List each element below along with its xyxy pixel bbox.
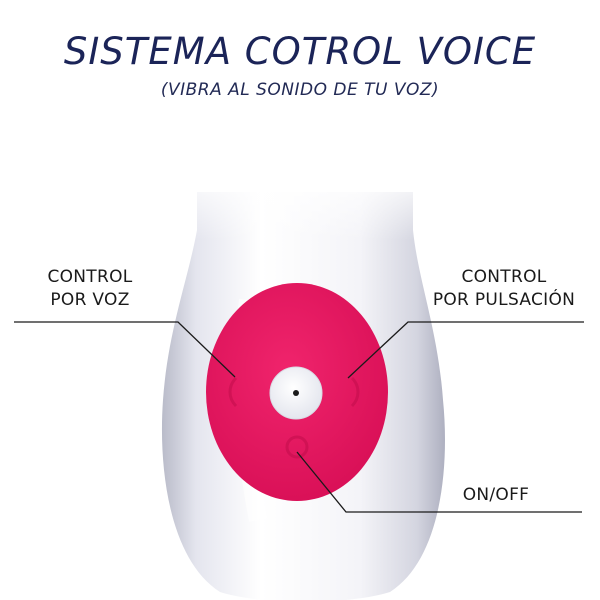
label-voice-control: CONTROL POR VOZ (12, 266, 168, 312)
center-button-dot (293, 390, 299, 396)
callout-line-onoff (296, 451, 582, 513)
body-fade (180, 170, 430, 240)
label-voice-line2: POR VOZ (50, 290, 130, 310)
pulse-symbol-icon (350, 376, 360, 408)
page-subtitle: (VIBRA AL SONIDO DE TU VOZ) (160, 80, 440, 100)
voice-symbol-icon (228, 376, 238, 408)
power-symbol-icon (285, 435, 309, 459)
label-pulse-control: CONTROL POR PULSACIÓN (410, 266, 598, 312)
label-onoff: ON/OFF (462, 485, 530, 505)
page-title: SISTEMA COTROL VOICE (63, 30, 537, 73)
callout-line-voice (14, 321, 236, 378)
label-pulse-line2: POR PULSACIÓN (432, 290, 576, 310)
label-pulse-line1: CONTROL (461, 267, 547, 287)
callout-line-pulse (347, 321, 584, 379)
label-voice-line1: CONTROL (47, 267, 133, 287)
